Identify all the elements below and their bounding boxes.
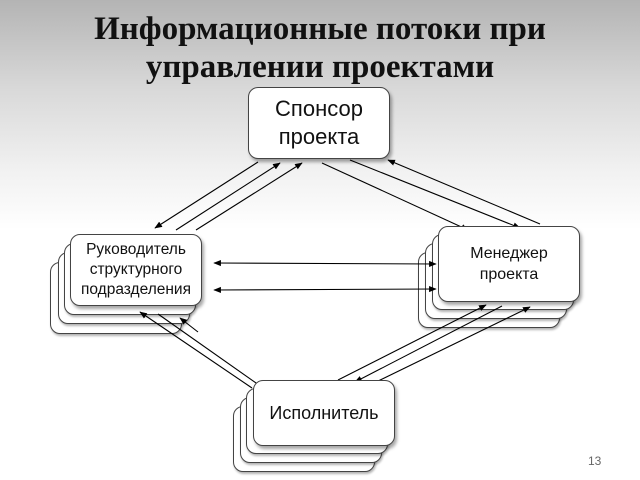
node-department-head-label: Руководитель структурного подразделения (81, 241, 191, 298)
node-project-manager: Менеджер проекта (438, 226, 580, 302)
arrow-performer-to-manager-2 (371, 306, 531, 385)
arrow-performer-to-department-2 (179, 317, 199, 333)
title-line-1: Информационные потоки при (94, 11, 546, 47)
arrow-manager-to-performer-1 (354, 305, 503, 383)
node-project-manager-label: Менеджер проекта (470, 245, 548, 283)
node-department-head: Руководитель структурного подразделения (70, 234, 202, 306)
slide-title: Информационные потоки при управлении про… (0, 10, 640, 86)
node-sponsor: Спонсор проекта (248, 87, 390, 159)
arrow-manager-to-sponsor-1 (387, 159, 541, 225)
arrow-department-to-sponsor-2 (195, 162, 303, 231)
arrow-department-manager-top (213, 259, 437, 268)
node-performer: Исполнитель (253, 380, 395, 446)
arrow-department-to-performer-1 (157, 313, 267, 391)
arrow-performer-to-department-1 (139, 311, 253, 389)
title-line-2: управлении проектами (145, 49, 495, 85)
page-number: 13 (588, 454, 602, 468)
node-sponsor-label: Спонсор проекта (275, 96, 363, 149)
arrow-department-to-sponsor-1 (175, 162, 281, 231)
arrow-sponsor-to-manager-1 (321, 162, 469, 231)
arrow-sponsor-to-manager-2 (349, 159, 521, 229)
node-performer-label: Исполнитель (269, 402, 379, 423)
arrow-performer-to-manager-1 (337, 304, 487, 381)
arrow-department-manager-bottom (213, 285, 437, 294)
arrow-sponsor-to-department-1 (154, 161, 259, 229)
